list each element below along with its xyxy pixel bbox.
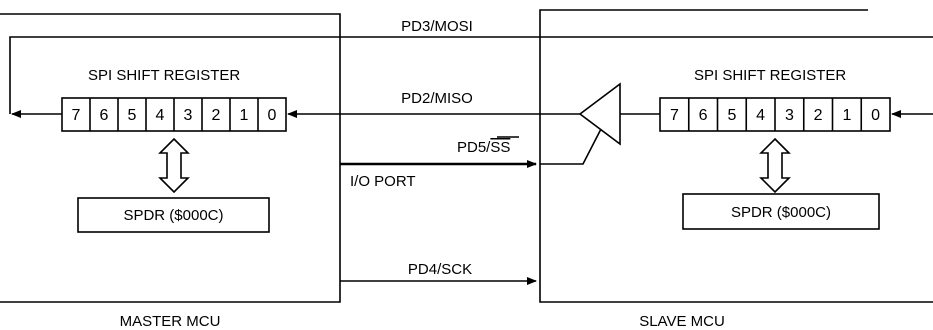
master-bit-1: 1 [240,107,249,124]
slave-bit-3: 3 [785,107,794,124]
slave-bit-5: 5 [727,107,736,124]
slave-spdr-box [682,193,880,230]
slave-output-buffer-icon [578,82,621,146]
slave-bit-4: 4 [756,107,765,124]
master-bit-3: 3 [184,107,193,124]
buffer-enable-line [540,128,602,165]
master-shift-register: 7 6 5 4 3 2 1 0 [61,97,287,132]
slave-mcu-title: SLAVE MCU [639,313,725,330]
slave-bit-0: 0 [871,107,880,124]
ss-overline-text: SS [490,139,510,156]
slave-mcu-outline [539,9,933,303]
master-bit-4: 4 [156,107,165,124]
slave-shift-register: 7 6 5 4 3 2 1 0 [659,97,891,132]
master-bus-arrow-icon [158,137,190,194]
slave-bit-7: 7 [670,107,679,124]
master-bit-5: 5 [128,107,137,124]
master-feedback-loop [9,36,933,114]
master-bit-7: 7 [72,107,81,124]
master-mcu-title: MASTER MCU [120,313,221,330]
master-bit-6: 6 [100,107,109,124]
slave-bit-1: 1 [842,107,851,124]
slave-bus-arrow-icon [759,137,791,194]
io-port-label: I/O PORT [350,173,416,190]
master-spdr-label: SPDR ($000C) [123,207,223,224]
master-bit-2: 2 [212,107,221,124]
sck-label: PD4/SCK [408,261,472,278]
slave-register-label: SPI SHIFT REGISTER [694,67,846,84]
mosi-label: PD3/MOSI [401,18,473,35]
master-bit-0: 0 [268,107,277,124]
master-mcu-outline [0,13,341,303]
slave-spdr-label: SPDR ($000C) [731,204,831,221]
slave-bit-6: 6 [699,107,708,124]
master-register-label: SPI SHIFT REGISTER [88,67,240,84]
slave-bit-2: 2 [814,107,823,124]
miso-label: PD2/MISO [401,90,473,107]
master-spdr-box [77,197,270,233]
ss-label: PD5/SS [457,139,510,156]
